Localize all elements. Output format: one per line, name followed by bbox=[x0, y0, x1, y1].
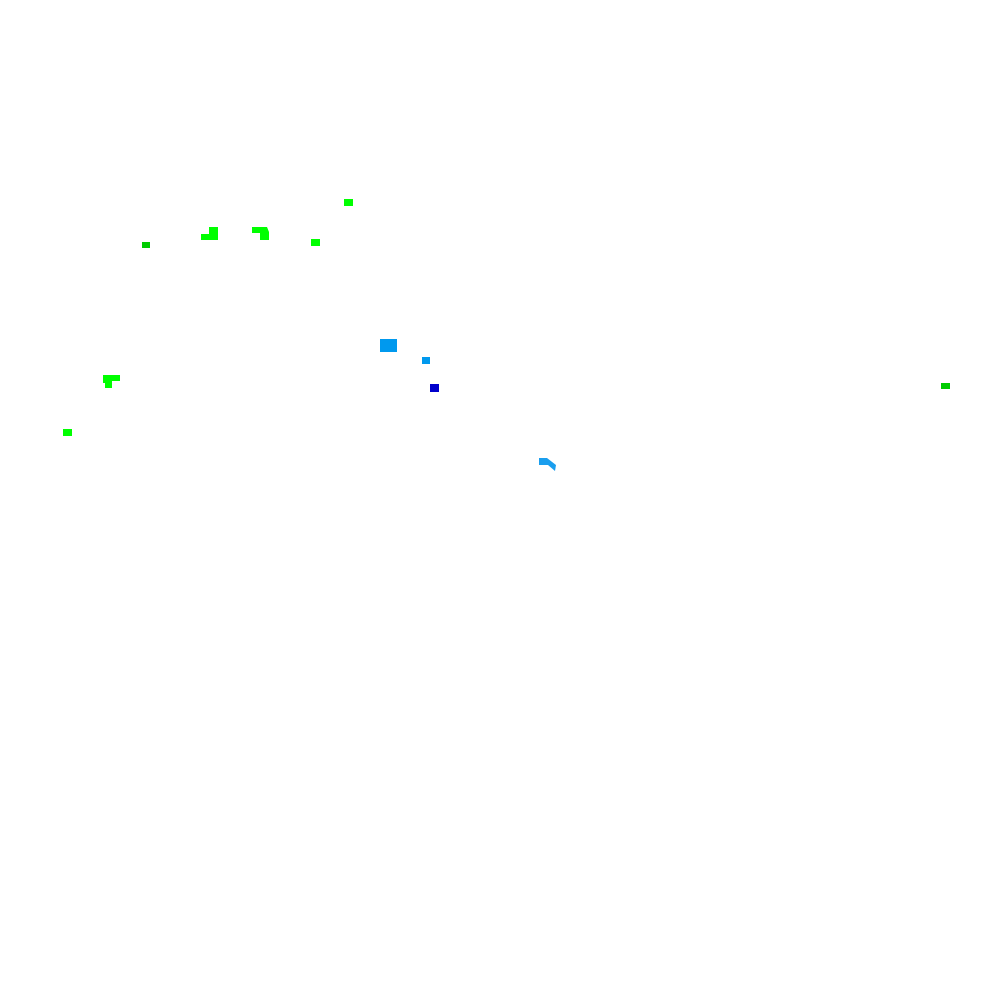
green-fragment bbox=[941, 383, 950, 389]
blue-fragment bbox=[422, 357, 430, 364]
green-fragment bbox=[201, 227, 218, 240]
blue-fragment bbox=[380, 339, 397, 352]
blue-fragment bbox=[430, 384, 439, 392]
green-fragment bbox=[142, 242, 150, 248]
green-fragment bbox=[344, 199, 353, 206]
green-fragment bbox=[311, 239, 320, 246]
blue-fragment bbox=[539, 458, 556, 471]
green-fragment bbox=[63, 429, 72, 436]
green-fragment bbox=[252, 227, 269, 240]
green-fragment bbox=[103, 375, 120, 388]
